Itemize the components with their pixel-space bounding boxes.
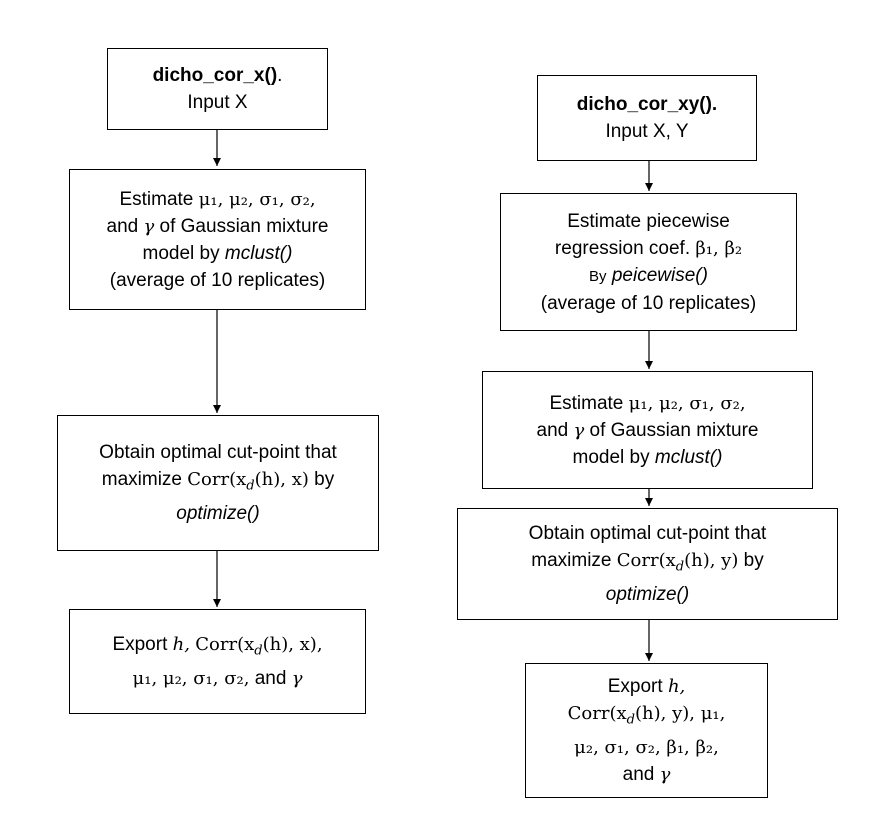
text-and: and <box>106 215 139 237</box>
left-function-name: dicho_cor_x() <box>152 65 278 86</box>
text-gaussian-mixture: of Gaussian mixture <box>589 419 759 441</box>
text-obtain-cutpoint: Obtain optimal cut-point that <box>528 523 767 545</box>
right-function-name: dicho_cor_xy(). <box>576 94 718 115</box>
text-obtain-cutpoint: Obtain optimal cut-point that <box>99 442 337 464</box>
left-optimize-box: Obtain optimal cut-point that maximize C… <box>57 415 379 551</box>
left-function-period: . <box>277 65 283 86</box>
text-estimate: Estimate <box>549 392 624 414</box>
text-maximize: maximize <box>101 469 182 491</box>
func-optimize: optimize() <box>176 502 260 524</box>
math-h: h, <box>172 634 190 656</box>
text-regression-coef: regression coef. <box>554 237 691 259</box>
text-export: Export <box>112 634 168 656</box>
text-maximize: maximize <box>531 550 612 572</box>
text-estimate-piecewise: Estimate piecewise <box>567 210 730 232</box>
text-by: by <box>743 550 764 572</box>
text-model-by: model by <box>572 446 650 468</box>
math-gamma: γ <box>291 667 303 689</box>
math-corr-x: Corr(xd(h), x) <box>187 469 309 494</box>
func-peicewise: peicewise() <box>611 264 708 286</box>
text-estimate: Estimate <box>119 188 194 210</box>
text-and: and <box>622 763 655 785</box>
text-gaussian-mixture: of Gaussian mixture <box>159 215 329 237</box>
right-input-label: Input X, Y <box>605 121 689 142</box>
text-average-replicates: (average of 10 replicates) <box>109 269 326 291</box>
left-input-label: Input X <box>187 92 248 113</box>
text-export: Export <box>607 676 663 698</box>
func-mclust: mclust() <box>654 446 723 468</box>
text-average-replicates: (average of 10 replicates) <box>540 292 757 314</box>
text-and: and <box>254 667 287 689</box>
text-and: and <box>536 419 569 441</box>
text-model-by: model by <box>142 242 220 264</box>
math-gmm-params: μ₁, μ₂, σ₁, σ₂, <box>198 188 316 210</box>
math-gmm-params: μ₁, μ₂, σ₁, σ₂, <box>628 392 746 414</box>
right-piecewise-box: Estimate piecewise regression coef. β₁, … <box>500 193 797 331</box>
text-by: By <box>589 267 607 285</box>
left-gmm-estimate-box: Estimate μ₁, μ₂, σ₁, σ₂, and γ of Gaussi… <box>69 169 366 310</box>
math-gmm-params: μ₁, μ₂, σ₁, σ₂, <box>132 667 250 689</box>
right-optimize-box: Obtain optimal cut-point that maximize C… <box>457 508 838 620</box>
text-by: by <box>314 469 335 491</box>
func-mclust: mclust() <box>224 242 293 264</box>
math-h: h, <box>667 676 686 698</box>
math-gamma: γ <box>659 763 671 785</box>
right-export-box: Export h, Corr(xd(h), y), μ₁, μ₂, σ₁, σ₂… <box>525 663 768 798</box>
left-export-box: Export h, Corr(xd(h), x), μ₁, μ₂, σ₁, σ₂… <box>69 609 366 714</box>
right-gmm-estimate-box: Estimate μ₁, μ₂, σ₁, σ₂, and γ of Gaussi… <box>482 371 813 489</box>
right-start-box: dicho_cor_xy(). Input X, Y <box>537 75 757 161</box>
math-corr-x: Corr(xd(h), x), <box>195 634 323 659</box>
func-optimize: optimize() <box>605 583 690 605</box>
math-corr-y-mu1: Corr(xd(h), y), μ₁, <box>567 703 726 728</box>
math-gamma: γ <box>143 215 155 237</box>
math-betas: β₁, β₂ <box>695 237 743 259</box>
math-corr-y: Corr(xd(h), y) <box>616 550 739 575</box>
math-gamma: γ <box>573 419 585 441</box>
left-start-box: dicho_cor_x(). Input X <box>107 48 328 130</box>
math-params-betas: μ₂, σ₁, σ₂, β₁, β₂, <box>574 736 719 758</box>
